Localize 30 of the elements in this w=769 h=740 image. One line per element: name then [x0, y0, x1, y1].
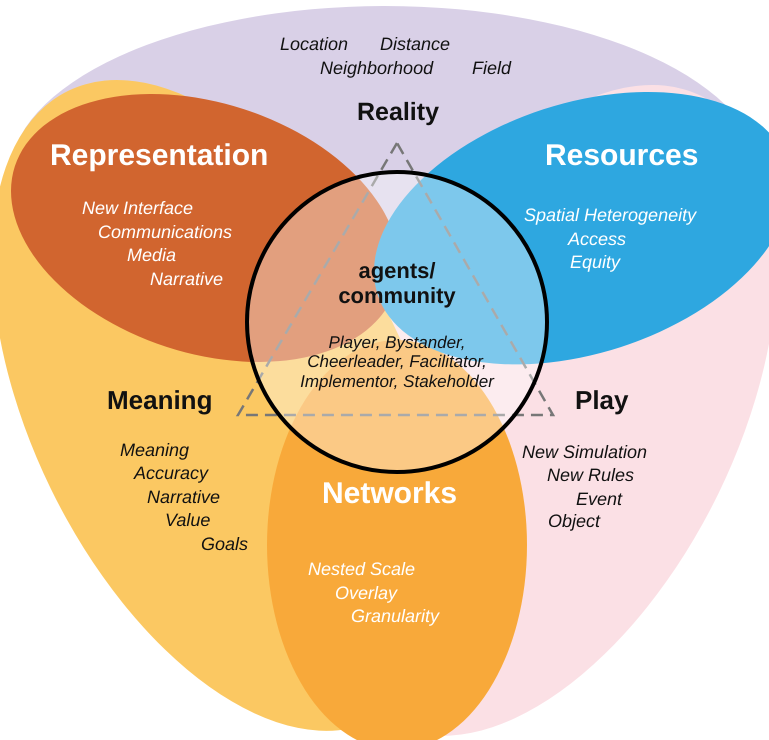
keyword-label: Object	[548, 511, 600, 532]
category-title: Meaning	[107, 386, 212, 416]
keyword-label: Narrative	[150, 269, 224, 290]
category-title: agents/ community	[337, 258, 457, 308]
keyword-label: New Interface	[82, 198, 194, 220]
keyword-label: Goals	[201, 534, 248, 556]
keyword-label: Accuracy	[134, 463, 208, 484]
category-title: Networks	[322, 476, 458, 511]
keyword-label: Field	[472, 58, 512, 78]
keyword-label: New Simulation	[522, 442, 648, 464]
keyword-label: Equity	[570, 252, 620, 274]
keyword-label: Distance	[380, 34, 450, 54]
keyword-label: New Rules	[546, 465, 634, 486]
keyword-label: Narrative	[147, 487, 220, 508]
keyword-label: Location	[280, 34, 348, 54]
keyword-label: Value	[165, 510, 210, 532]
category-title: Play	[574, 386, 628, 416]
keyword-label: Overlay	[335, 582, 398, 604]
keyword-label: Media	[126, 245, 176, 266]
keyword-label: Neighborhood	[320, 58, 434, 78]
keyword-label: Communications	[98, 222, 232, 244]
keyword-label: Nested Scale	[308, 558, 416, 580]
category-title: Resources	[544, 139, 698, 174]
category-title: Representation	[50, 139, 268, 174]
keyword-label: Access	[568, 229, 626, 250]
keyword-label: Meaning	[120, 440, 190, 462]
keyword-label: Granularity	[351, 606, 440, 626]
keyword-label: Spatial Heterogeneity	[524, 205, 696, 226]
category-title: Reality	[357, 98, 439, 126]
keyword-label: Event	[576, 489, 622, 510]
